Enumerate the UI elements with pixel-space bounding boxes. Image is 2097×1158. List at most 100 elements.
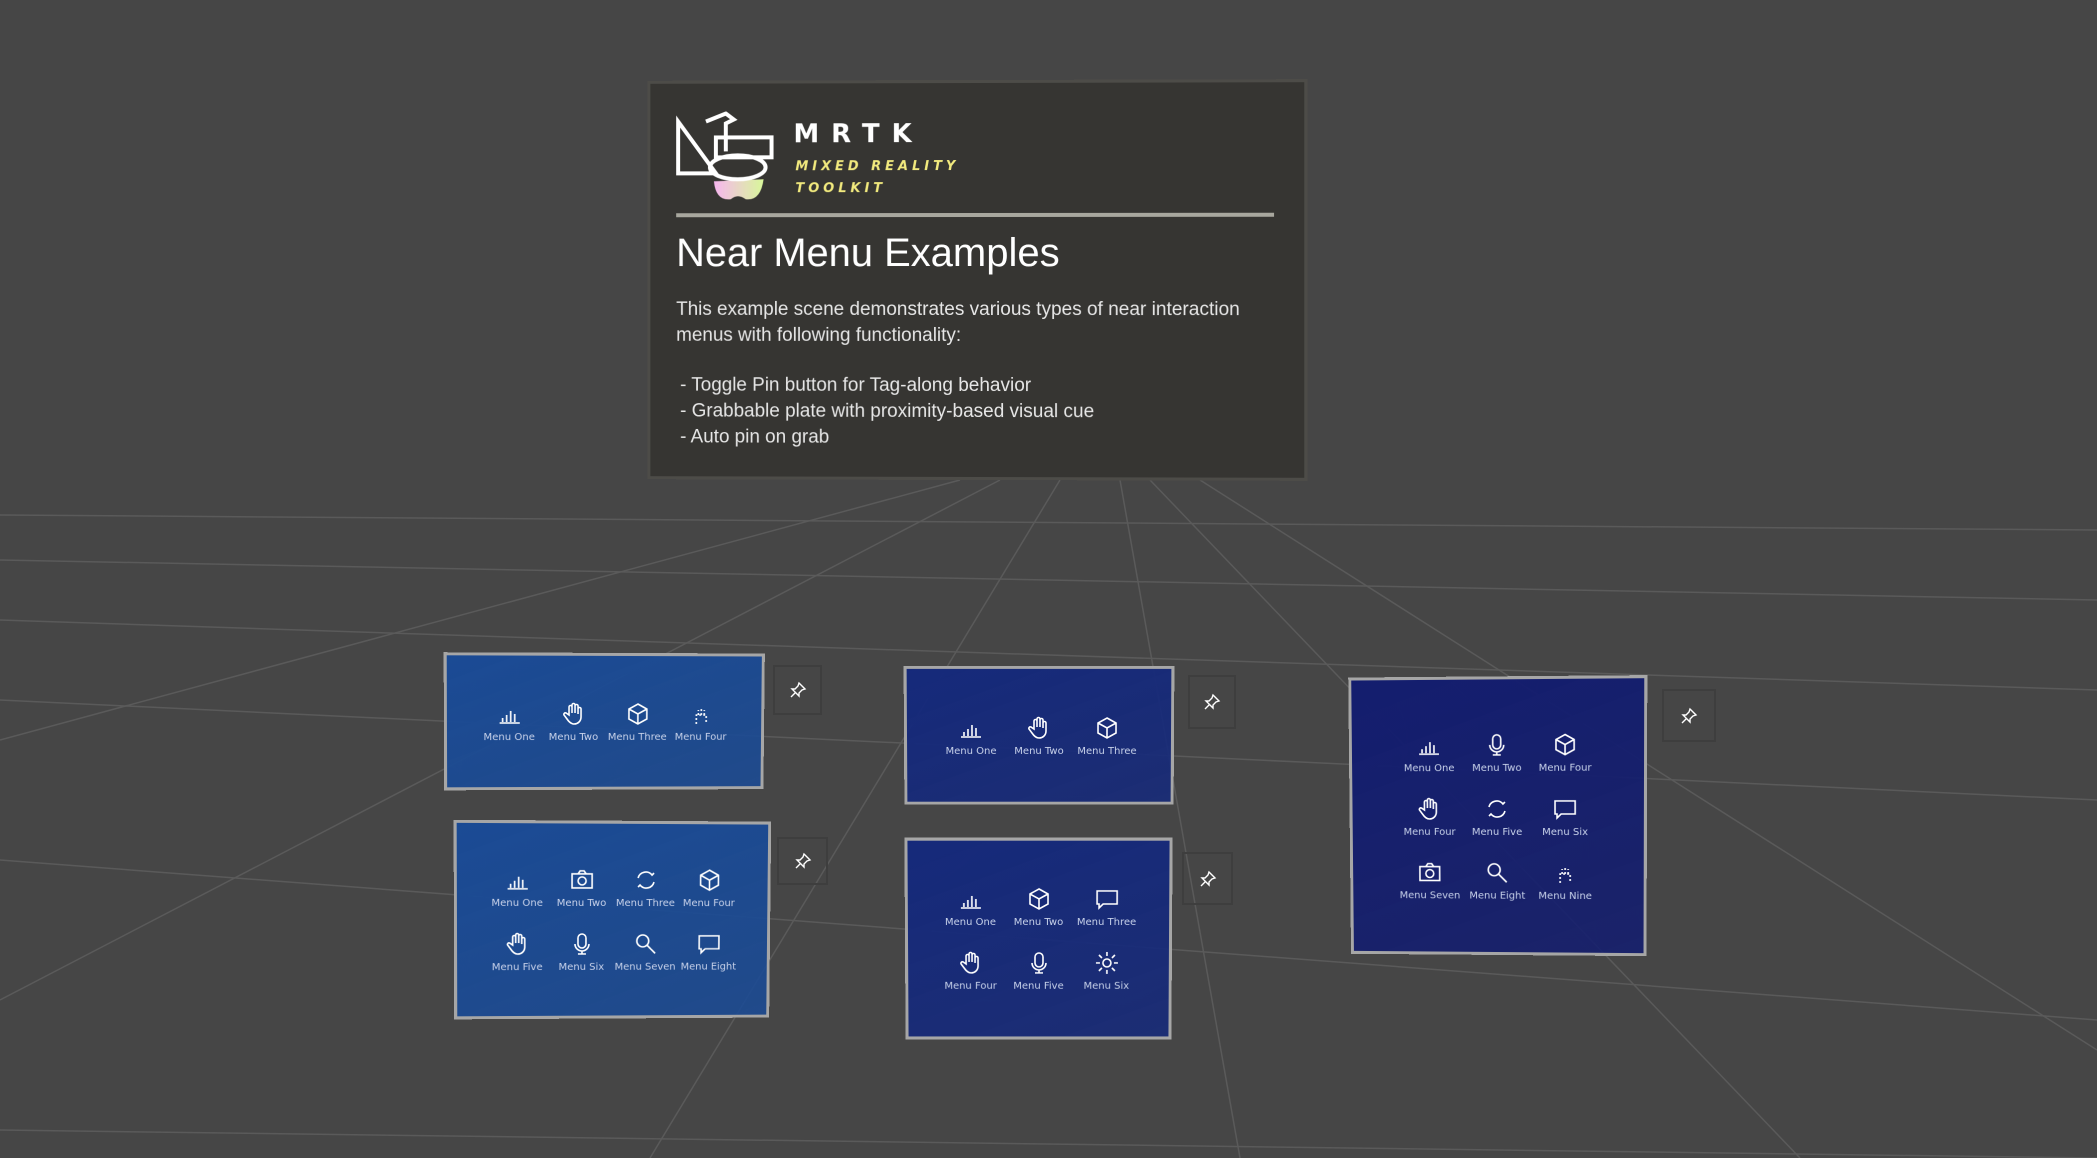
hand-ray-icon xyxy=(1552,859,1578,885)
menu-button-menu-two[interactable]: Menu Two xyxy=(1005,715,1073,756)
divider xyxy=(676,212,1275,218)
hand-icon xyxy=(1416,796,1442,822)
bullet: - Toggle Pin button for Tag-along behavi… xyxy=(680,374,1032,397)
hand-icon xyxy=(560,700,586,726)
menu-button-menu-one[interactable]: Menu One xyxy=(1395,731,1463,774)
cube-icon xyxy=(1096,716,1117,739)
cube-icon xyxy=(624,701,650,727)
menu-button-menu-one[interactable]: Menu One xyxy=(936,886,1004,928)
menu-button-label: Menu One xyxy=(491,897,543,909)
menu-button-menu-two[interactable]: Menu Two xyxy=(541,700,605,743)
menu-button-label: Menu Seven xyxy=(1399,889,1461,901)
menu-button-label: Menu Five xyxy=(491,962,543,974)
menu-button-menu-eight[interactable]: Menu Eight xyxy=(677,931,740,973)
chart-icon xyxy=(1416,732,1442,758)
refresh-icon xyxy=(1488,799,1505,818)
menu-button-label: Menu Nine xyxy=(1538,890,1592,902)
menu-button-label: Menu Seven xyxy=(614,961,676,973)
menu-button-menu-four[interactable]: Menu Four xyxy=(1531,731,1600,774)
menu-button-menu-two[interactable]: Menu Two xyxy=(549,867,613,909)
menu-button-label: Menu Four xyxy=(944,980,997,992)
toggle-pin-button[interactable] xyxy=(1182,852,1233,905)
cube-icon xyxy=(1025,886,1051,912)
menu-button-menu-three[interactable]: Menu Three xyxy=(614,867,678,909)
hand-icon xyxy=(958,950,984,976)
menu-button-label: Menu One xyxy=(945,745,997,757)
menu-button-menu-three[interactable]: Menu Three xyxy=(1073,886,1141,928)
menu-button-menu-six[interactable]: Menu Six xyxy=(549,931,613,973)
menu-button-menu-one[interactable]: Menu One xyxy=(937,715,1005,757)
refresh-icon xyxy=(636,871,655,890)
logo-subtitle: TOOLKIT xyxy=(795,181,887,197)
camera-icon xyxy=(1417,859,1443,885)
gear-icon xyxy=(1093,950,1119,976)
menu-button-label: Menu Two xyxy=(1472,762,1522,774)
menu-button-menu-seven[interactable]: Menu Seven xyxy=(613,931,677,973)
toggle-pin-button[interactable] xyxy=(1662,689,1716,742)
chart-icon xyxy=(961,724,982,738)
chat-icon xyxy=(1094,886,1120,912)
menu-button-menu-nine[interactable]: Menu Nine xyxy=(1531,859,1599,902)
menu-button-label: Menu Four xyxy=(682,898,735,910)
menu-button-menu-three[interactable]: Menu Three xyxy=(605,701,669,743)
menu-button-label: Menu Three xyxy=(1077,745,1137,757)
pin-icon xyxy=(794,852,811,869)
bullet: - Grabbable plate with proximity-based v… xyxy=(680,400,1095,423)
menu-button-menu-four[interactable]: Menu Four xyxy=(1396,796,1464,838)
pin-icon xyxy=(789,681,806,698)
bullet: - Auto pin on grab xyxy=(680,426,830,448)
hand-icon xyxy=(504,931,530,957)
chart-icon xyxy=(496,700,522,726)
pin-icon xyxy=(1199,870,1216,887)
menu-button-menu-one[interactable]: Menu One xyxy=(477,700,542,743)
menu-button-label: Menu Five xyxy=(1013,980,1064,992)
camera-icon xyxy=(569,867,595,893)
menu-button-menu-five[interactable]: Menu Five xyxy=(1463,795,1531,837)
menu-button-menu-one[interactable]: Menu One xyxy=(485,867,550,909)
menu-button-menu-five[interactable]: Menu Five xyxy=(485,931,550,973)
menu-button-label: Menu Eight xyxy=(680,961,737,973)
mrtk-logo-icon xyxy=(676,111,775,200)
chat-icon xyxy=(1552,795,1578,821)
menu-button-menu-seven[interactable]: Menu Seven xyxy=(1396,859,1463,901)
toggle-pin-button[interactable] xyxy=(1188,675,1236,729)
menu-button-menu-eight[interactable]: Menu Eight xyxy=(1463,859,1531,901)
menu-button-menu-six[interactable]: Menu Six xyxy=(1072,950,1140,992)
menu-button-menu-four[interactable]: Menu Four xyxy=(677,867,741,909)
menu-button-menu-four[interactable]: Menu Four xyxy=(937,950,1005,992)
menu-button-label: Menu One xyxy=(944,917,996,929)
menu-button-label: Menu Four xyxy=(1403,826,1456,838)
menu-button-menu-two[interactable]: Menu Two xyxy=(1004,886,1072,928)
toggle-pin-button[interactable] xyxy=(777,837,828,885)
menu-button-menu-six[interactable]: Menu Six xyxy=(1531,795,1599,838)
search-icon xyxy=(1484,859,1510,885)
menu-button-label: Menu Five xyxy=(1471,826,1523,838)
menu-button-menu-two[interactable]: Menu Two xyxy=(1463,731,1531,774)
menu-button-label: Menu Three xyxy=(1076,917,1137,929)
menu-button-label: Menu Six xyxy=(558,961,605,973)
menu-button-label: Menu Two xyxy=(556,897,607,910)
pin-icon xyxy=(1204,693,1221,710)
menu-button-label: Menu Six xyxy=(1083,980,1130,992)
mic-icon xyxy=(1026,950,1052,976)
search-icon xyxy=(632,931,658,957)
menu-button-label: Menu Six xyxy=(1542,826,1589,838)
menu-button-menu-three[interactable]: Menu Three xyxy=(1073,715,1141,757)
menu-button-label: Menu Four xyxy=(1538,762,1592,774)
mic-icon xyxy=(568,931,594,957)
menu-button-menu-five[interactable]: Menu Five xyxy=(1005,950,1073,992)
description: This example scene demonstrates various … xyxy=(676,298,1240,346)
menu-button-label: Menu Three xyxy=(607,731,667,743)
menu-button-label: Menu Eight xyxy=(1469,890,1526,902)
menu-button-label: Menu Three xyxy=(615,898,675,910)
cube-icon xyxy=(1552,731,1578,757)
toggle-pin-button[interactable] xyxy=(773,665,822,715)
page-title: Near Menu Examples xyxy=(676,230,1060,276)
menu-button-label: Menu Two xyxy=(548,731,599,743)
menu-button-menu-four[interactable]: Menu Four xyxy=(669,701,732,743)
